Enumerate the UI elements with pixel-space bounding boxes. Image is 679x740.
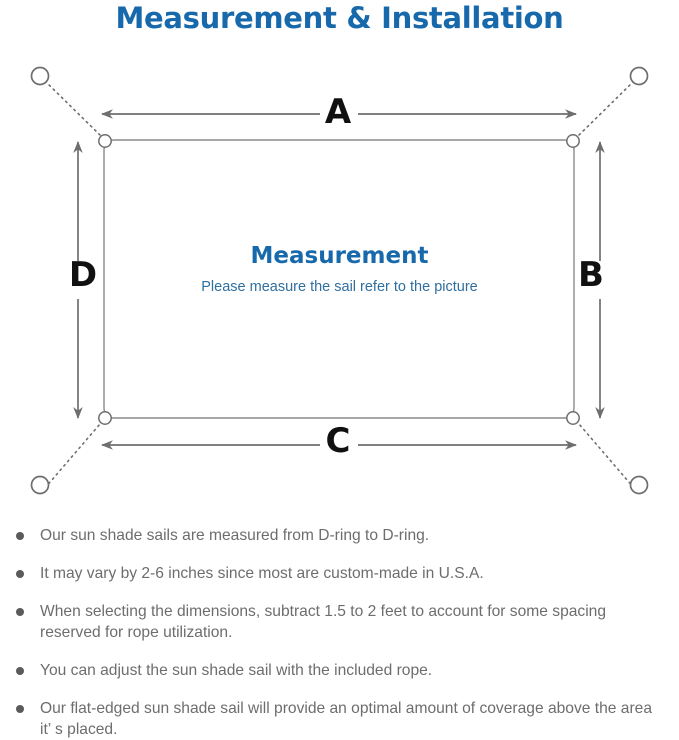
- rope-bottom-right: [578, 423, 635, 489]
- list-item: It may vary by 2-6 inches since most are…: [10, 563, 665, 584]
- list-item: Our flat-edged sun shade sail will provi…: [10, 698, 665, 740]
- anchor-top-left-icon: [30, 66, 50, 86]
- rope-bottom-left: [44, 423, 101, 489]
- sail-center-subtitle: Please measure the sail refer to the pic…: [201, 279, 478, 295]
- dimension-label-a: A: [324, 92, 352, 132]
- list-item: When selecting the dimensions, subtract …: [10, 601, 665, 643]
- list-item-text: When selecting the dimensions, subtract …: [40, 603, 607, 641]
- measurement-diagram: [0, 46, 679, 516]
- page-title: Measurement & Installation: [115, 1, 564, 35]
- d-ring-top-right-icon: [566, 134, 580, 148]
- bullet-icon: [16, 570, 24, 578]
- list-item-text: You can adjust the sun shade sail with t…: [40, 662, 433, 679]
- dimension-label-d: D: [68, 255, 98, 295]
- sail-center-title: Measurement: [250, 243, 429, 269]
- sail-body: [103, 139, 575, 419]
- d-ring-bottom-right-icon: [566, 411, 580, 425]
- bullet-icon: [16, 608, 24, 616]
- list-item: You can adjust the sun shade sail with t…: [10, 660, 665, 681]
- d-ring-bottom-left-icon: [98, 411, 112, 425]
- rope-top-left: [44, 80, 101, 136]
- dimension-label-c: C: [325, 421, 351, 461]
- list-item-text: It may vary by 2-6 inches since most are…: [40, 565, 484, 582]
- notes-list: Our sun shade sails are measured from D-…: [0, 525, 679, 740]
- anchor-bottom-right-icon: [629, 475, 649, 495]
- anchor-bottom-left-icon: [30, 475, 50, 495]
- dimension-label-b: B: [578, 255, 604, 295]
- bullet-icon: [16, 667, 24, 675]
- anchor-top-right-icon: [629, 66, 649, 86]
- bullet-icon: [16, 705, 24, 713]
- sail-diagram-svg: [30, 66, 649, 495]
- bullet-icon: [16, 532, 24, 540]
- d-ring-top-left-icon: [98, 134, 112, 148]
- rope-top-right: [578, 80, 635, 136]
- list-item: Our sun shade sails are measured from D-…: [10, 525, 665, 546]
- list-item-text: Our flat-edged sun shade sail will provi…: [40, 700, 652, 738]
- list-item-text: Our sun shade sails are measured from D-…: [40, 527, 430, 544]
